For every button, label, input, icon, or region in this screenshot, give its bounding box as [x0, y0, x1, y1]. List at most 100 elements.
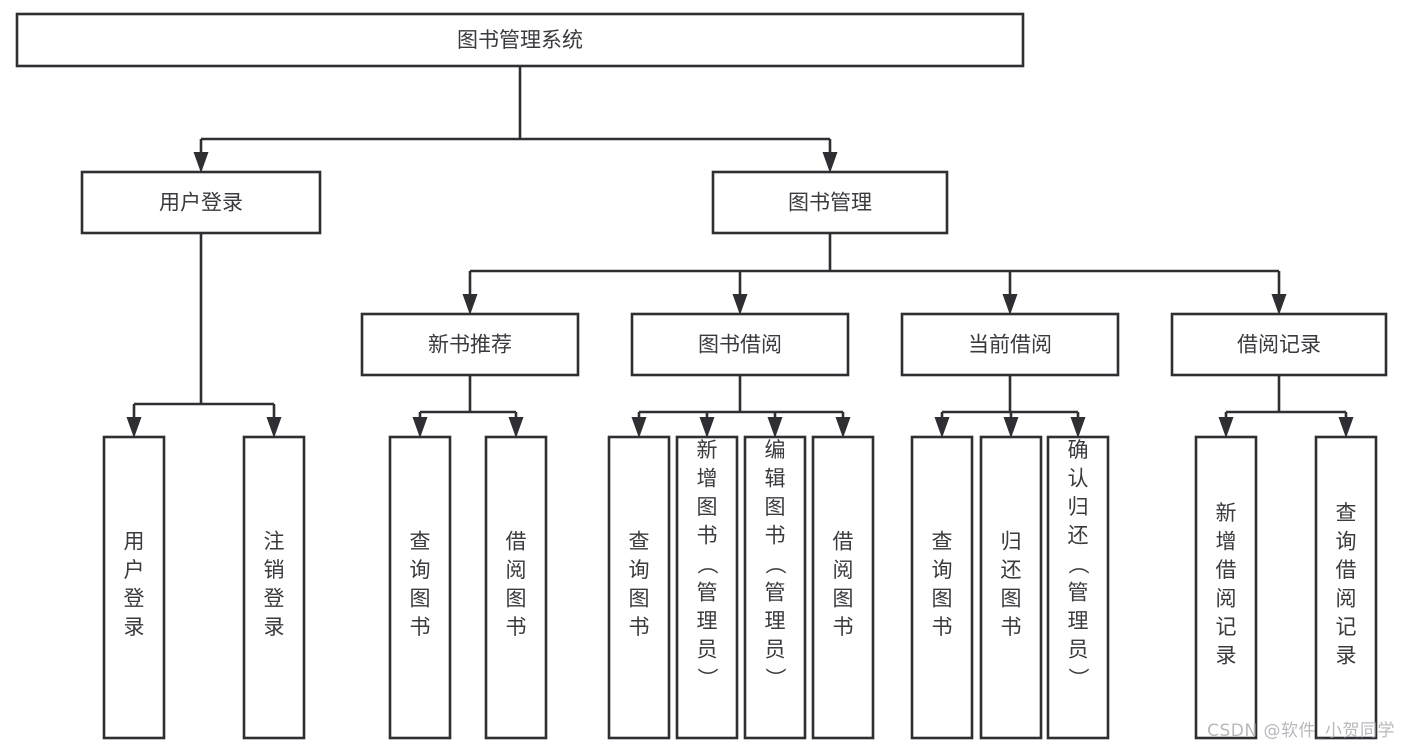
node-label-char: 查	[410, 530, 431, 554]
node-label-char: 图	[410, 587, 431, 611]
node-label-char: 用	[124, 530, 145, 554]
node-label-char: 理	[1068, 609, 1089, 633]
node-box	[711, 170, 949, 235]
node-book-manage[interactable]: 图书管理	[711, 170, 949, 235]
node-box	[15, 12, 1025, 68]
node-box	[1170, 312, 1388, 377]
node-label-char: 询	[410, 558, 431, 582]
node-label-char: ）	[763, 668, 787, 689]
node-book-borrow[interactable]: 图书借阅	[630, 312, 850, 377]
node-box	[743, 435, 807, 740]
node-label-char: 新	[697, 438, 718, 462]
node-leaf-user-login[interactable]: 用户登录	[102, 435, 166, 740]
node-box	[675, 435, 739, 740]
arrow-head-icon	[1070, 417, 1086, 438]
node-label-char: 图	[506, 587, 527, 611]
node-label-char: 书	[1001, 615, 1022, 639]
arrow-head-icon	[767, 417, 783, 438]
node-label-char: 增	[1216, 530, 1237, 554]
node-current-borrow[interactable]: 当前借阅	[900, 312, 1120, 377]
node-label-char: 查	[629, 530, 650, 554]
node-label-char: 理	[765, 609, 786, 633]
arrow-head-icon	[1218, 417, 1234, 438]
node-label-char: 借	[1336, 558, 1357, 582]
node-label-char: 管	[1068, 581, 1089, 605]
arrow-head-icon	[732, 294, 748, 315]
node-label-char: 书	[410, 615, 431, 639]
node-label-char: 认	[1068, 467, 1089, 491]
node-box	[388, 435, 452, 740]
node-label-char: 注	[264, 530, 285, 554]
node-label: 当前借阅	[968, 333, 1052, 357]
node-root[interactable]: 图书管理系统	[15, 12, 1025, 68]
node-label-char: 书	[932, 615, 953, 639]
node-box	[607, 435, 671, 740]
node-label-char: 理	[697, 609, 718, 633]
node-label-char: 记	[1336, 615, 1357, 639]
node-label-char: 图	[697, 495, 718, 519]
arrow-head-icon	[699, 417, 715, 438]
node-label-char: 查	[932, 530, 953, 554]
arrow-head-icon	[508, 417, 524, 438]
node-label-char: 员	[697, 638, 718, 662]
node-label-char: 书	[697, 524, 718, 548]
node-new-book-rec[interactable]: 新书推荐	[360, 312, 580, 377]
node-label-char: 记	[1216, 615, 1237, 639]
node-label-char: 借	[833, 530, 854, 554]
node-borrow-record[interactable]: 借阅记录	[1170, 312, 1388, 377]
node-label-char: （	[695, 554, 719, 575]
edges-layer	[126, 66, 1354, 438]
node-label: 图书借阅	[698, 333, 782, 357]
arrow-head-icon	[193, 152, 209, 173]
node-box	[360, 312, 580, 377]
node-label-char: 录	[124, 615, 145, 639]
node-label-char: 阅	[833, 558, 854, 582]
node-label-char: 询	[932, 558, 953, 582]
node-label-char: 询	[1336, 530, 1357, 554]
node-label: 用户登录	[159, 191, 243, 215]
node-label-char: 还	[1068, 524, 1089, 548]
arrow-head-icon	[266, 417, 282, 438]
node-label-char: 还	[1001, 558, 1022, 582]
node-label-char: 编	[765, 438, 786, 462]
node-label-char: （	[763, 554, 787, 575]
node-label-char: 管	[765, 581, 786, 605]
node-label-char: 销	[264, 558, 285, 582]
node-box	[811, 435, 875, 740]
node-label-char: 图	[1001, 587, 1022, 611]
node-label-char: ）	[695, 668, 719, 689]
arrow-head-icon	[1002, 294, 1018, 315]
node-box	[1194, 435, 1258, 740]
node-box	[910, 435, 974, 740]
node-label-char: 询	[629, 558, 650, 582]
node-label-char: 录	[1336, 644, 1357, 668]
arrow-head-icon	[822, 152, 838, 173]
node-label-char: 登	[264, 587, 285, 611]
node-user-login[interactable]: 用户登录	[80, 170, 322, 235]
node-label-char: 归	[1068, 495, 1089, 519]
node-label-char: 查	[1336, 501, 1357, 525]
node-label-char: 书	[765, 524, 786, 548]
node-box	[630, 312, 850, 377]
node-label-char: （	[1066, 554, 1090, 575]
node-label-char: 户	[124, 558, 145, 582]
node-label-char: 书	[506, 615, 527, 639]
node-box	[102, 435, 166, 740]
node-label: 新书推荐	[428, 333, 512, 357]
arrow-head-icon	[462, 294, 478, 315]
arrow-head-icon	[934, 417, 950, 438]
arrow-head-icon	[1338, 417, 1354, 438]
